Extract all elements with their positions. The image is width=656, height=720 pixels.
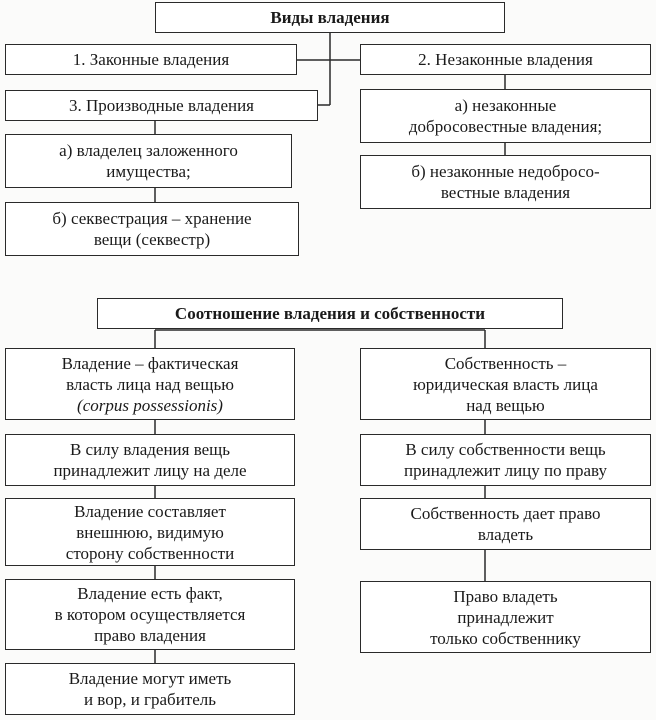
ownership-text-3: Собственность дает право владеть	[410, 504, 601, 544]
unlawful-a-box: а) незаконные добросовестные владения;	[360, 89, 651, 143]
ownership-card-3: Собственность дает право владеть	[360, 498, 651, 550]
ownership-card-1: Собственность – юридическая власть лица …	[360, 348, 651, 420]
ownership-card-2: В силу собственности вещь принадлежит ли…	[360, 434, 651, 486]
lawful-label: 1. Законные владения	[72, 50, 230, 69]
derived-label: 3. Производные владения	[68, 96, 255, 115]
types-title-box: Виды владения	[155, 2, 505, 33]
derived-a-box: а) владелец заложенного имущества;	[5, 134, 292, 188]
relation-title-box: Соотношение владения и собственности	[97, 298, 563, 329]
unlawful-a-label: а) незаконные добросовестные владения;	[408, 96, 603, 136]
possession-text-5: Владение могут иметь и вор, и грабитель	[68, 669, 232, 709]
possession-text-4: Владение есть факт, в котором осуществля…	[54, 584, 246, 645]
derived-b-label: б) секвестрация – хранение вещи (секвест…	[52, 209, 252, 249]
unlawful-label: 2. Незаконные владения	[418, 50, 593, 69]
possession-card-1: Владение – фактическая власть лица над в…	[5, 348, 295, 420]
ownership-text-4: Право владеть принадлежит только собстве…	[430, 586, 581, 648]
possession-text-1: Владение – фактическая власть лица над в…	[61, 353, 239, 394]
lawful-box: 1. Законные владения	[5, 44, 297, 75]
possession-latin-term: (corpus possessionis)	[77, 395, 223, 415]
unlawful-b-box: б) незаконные недобросо- вестные владени…	[360, 155, 651, 209]
derived-a-label: а) владелец заложенного имущества;	[59, 141, 238, 181]
relation-title: Соотношение владения и собственности	[174, 304, 486, 323]
derived-b-box: б) секвестрация – хранение вещи (секвест…	[5, 202, 299, 256]
ownership-text-2: В силу собственности вещь принадлежит ли…	[404, 440, 607, 480]
derived-box: 3. Производные владения	[5, 90, 318, 121]
possession-text-3: Владение составляет внешнюю, видимую сто…	[65, 501, 235, 563]
possession-card-2: В силу владения вещь принадлежит лицу на…	[5, 434, 295, 486]
possession-text-2: В силу владения вещь принадлежит лицу на…	[53, 440, 247, 480]
possession-card-4: Владение есть факт, в котором осуществля…	[5, 579, 295, 650]
ownership-text-1: Собственность – юридическая власть лица …	[413, 353, 598, 415]
possession-card-3: Владение составляет внешнюю, видимую сто…	[5, 498, 295, 566]
unlawful-box: 2. Незаконные владения	[360, 44, 651, 75]
unlawful-b-label: б) незаконные недобросо- вестные владени…	[411, 162, 600, 202]
ownership-card-4: Право владеть принадлежит только собстве…	[360, 581, 651, 653]
types-title: Виды владения	[270, 8, 390, 27]
possession-card-5: Владение могут иметь и вор, и грабитель	[5, 663, 295, 715]
